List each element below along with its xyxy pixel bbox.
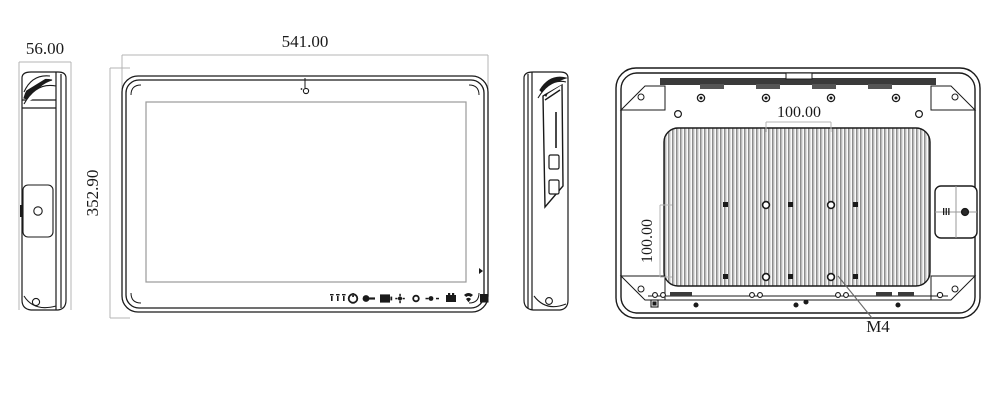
dimension-width-label: 541.00 bbox=[282, 32, 329, 51]
right-side-ports bbox=[548, 112, 560, 195]
view-rear: 100.00 100.00 bbox=[615, 67, 981, 336]
rear-top-vent-bar bbox=[660, 72, 936, 89]
rear-bottom-io-strip bbox=[648, 291, 948, 308]
left-side-top-detail bbox=[23, 75, 57, 105]
dimension-vesa-vertical-label: 100.00 bbox=[639, 219, 656, 263]
lan-icon bbox=[446, 293, 456, 302]
right-side-top-detail bbox=[537, 76, 569, 99]
fn-icon bbox=[480, 294, 489, 303]
right-side-bottom-detail bbox=[533, 295, 567, 308]
rear-top-screws bbox=[673, 93, 923, 118]
rear-io-cover-panel bbox=[934, 185, 978, 239]
dot-icon-3 bbox=[425, 296, 439, 301]
dimension-height bbox=[109, 67, 130, 319]
dimension-thickness-label: 56.00 bbox=[26, 39, 64, 58]
dimension-vesa-horizontal bbox=[765, 121, 832, 132]
view-left-side: 56.00 bbox=[18, 39, 72, 311]
usb-icon bbox=[362, 295, 375, 302]
power-icon bbox=[347, 292, 359, 304]
brightness-icon bbox=[330, 294, 346, 301]
front-side-marker bbox=[479, 268, 483, 274]
front-corner-details bbox=[130, 84, 480, 304]
rear-vesa-holes bbox=[723, 200, 858, 282]
front-indicator-row bbox=[330, 292, 489, 304]
dimension-vesa-vertical bbox=[659, 204, 672, 278]
view-right-side bbox=[523, 71, 569, 311]
wifi-icon bbox=[464, 293, 473, 303]
right-side-inner-face bbox=[542, 82, 564, 209]
front-screen-area bbox=[145, 101, 467, 283]
dimension-height-label: 352.90 bbox=[83, 170, 102, 217]
rear-heatsink bbox=[663, 127, 931, 287]
m4-callout-label: M4 bbox=[866, 317, 890, 336]
dimension-thickness bbox=[18, 61, 72, 310]
dot-icon-1 bbox=[395, 293, 405, 304]
dimension-width bbox=[121, 54, 489, 92]
rear-corner-facets bbox=[619, 85, 977, 301]
left-side-port-block bbox=[20, 184, 54, 238]
m4-leader-line bbox=[837, 275, 873, 319]
battery-icon bbox=[380, 294, 393, 303]
view-front: 541.00 352.90 bbox=[83, 32, 489, 319]
front-camera bbox=[300, 78, 310, 95]
dot-icon-2 bbox=[412, 294, 420, 303]
left-side-bottom-detail bbox=[23, 295, 57, 309]
dimension-vesa-horizontal-label: 100.00 bbox=[777, 104, 821, 121]
